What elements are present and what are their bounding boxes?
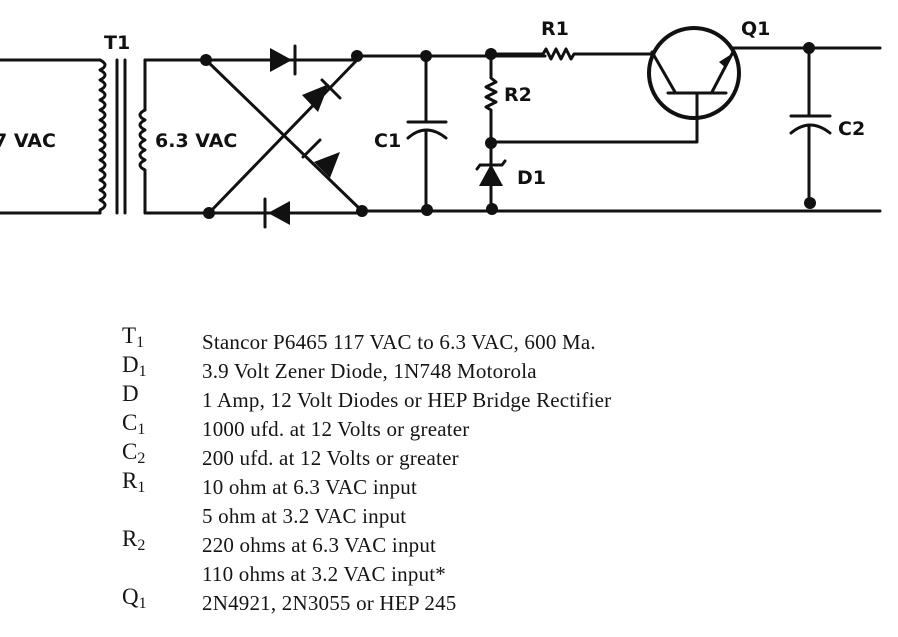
primary-coil (98, 58, 107, 215)
part-reference-letter: Q (122, 584, 139, 609)
r1-label: R1 (541, 18, 569, 40)
parts-list-row: D 1 Amp, 12 Volt Diodes or HEP Bridge Rec… (122, 381, 612, 415)
part-reference: D (122, 379, 202, 415)
parts-list-row: 5 ohm at 3.2 VAC input (122, 502, 611, 531)
secondary-voltage-label: 6.3 VAC (155, 130, 237, 152)
bridge-rectifier (200, 44, 368, 229)
part-description: 1000 ufd. at 12 Volts or greater (202, 417, 470, 441)
part-reference-subscript: 1 (137, 421, 146, 438)
part-description: 1 Amp, 12 Volt Diodes or HEP Bridge Rect… (202, 388, 612, 412)
c2-label: C2 (838, 118, 865, 140)
part-reference: D1 (122, 350, 202, 386)
zener-diode (479, 164, 503, 186)
part-reference-letter: C (122, 410, 138, 435)
transformer-core: T1 (104, 32, 130, 215)
part-reference: C1 (122, 408, 202, 444)
part-reference-subscript: 1 (136, 334, 145, 351)
part-reference: C2 (122, 437, 202, 473)
part-reference-letter: D (122, 381, 139, 406)
part-reference-subscript: 1 (138, 595, 147, 612)
part-description: 200 ufd. at 12 Volts or greater (202, 446, 459, 470)
part-reference-letter: R (122, 526, 138, 551)
diode-top (270, 48, 292, 72)
resistor-r1: R1 (489, 18, 654, 61)
secondary-coil (138, 108, 147, 215)
part-description: 3.9 Volt Zener Diode, 1N748 Motorola (202, 359, 537, 383)
part-reference-subscript: 2 (137, 450, 146, 467)
circuit-schematic: 7 VAC T1 6.3 VAC C1 (0, 18, 882, 229)
part-description: 220 ohms at 6.3 VAC input (202, 533, 437, 557)
part-reference: R1 (122, 466, 202, 502)
part-description: 10 ohm at 6.3 VAC input (202, 475, 418, 499)
c1-label: C1 (374, 130, 401, 152)
part-description: 5 ohm at 3.2 VAC input (202, 504, 407, 528)
part-reference: Q1 (122, 582, 202, 618)
part-description: Stancor P6465 117 VAC to 6.3 VAC, 600 Ma… (202, 330, 596, 354)
capacitor-c1: C1 (374, 50, 448, 216)
part-reference: T1 (122, 321, 202, 357)
part-description: 110 ohms at 3.2 VAC input* (202, 562, 447, 586)
d1-label: D1 (517, 167, 546, 189)
part-reference-subscript: 1 (137, 479, 146, 496)
capacitor-c2: C2 (789, 42, 865, 209)
part-reference-subscript: 1 (138, 363, 147, 380)
part-reference-letter: D (122, 352, 139, 377)
primary-voltage-label: 7 VAC (0, 130, 56, 152)
part-reference-letter: R (122, 468, 138, 493)
diode-bottom (268, 201, 290, 225)
diode-upper-right (302, 84, 329, 112)
q1-label: Q1 (741, 18, 770, 40)
part-reference-subscript: 2 (137, 537, 146, 554)
primary-winding-circuit: 7 VAC (0, 58, 107, 215)
part-reference: R2 (122, 524, 202, 560)
parts-list-row: 110 ohms at 3.2 VAC input* (122, 560, 611, 589)
secondary-winding-circuit: 6.3 VAC (138, 58, 237, 215)
resistor-r2-and-zener-d1: R2 D1 (475, 48, 546, 215)
diode-lower-right (314, 152, 340, 178)
part-reference-letter: C (122, 439, 138, 464)
part-description: 2N4921, 2N3055 or HEP 245 (202, 591, 457, 615)
r2-label: R2 (504, 84, 532, 106)
transformer-label: T1 (104, 32, 130, 54)
part-reference-letter: T (122, 323, 137, 348)
